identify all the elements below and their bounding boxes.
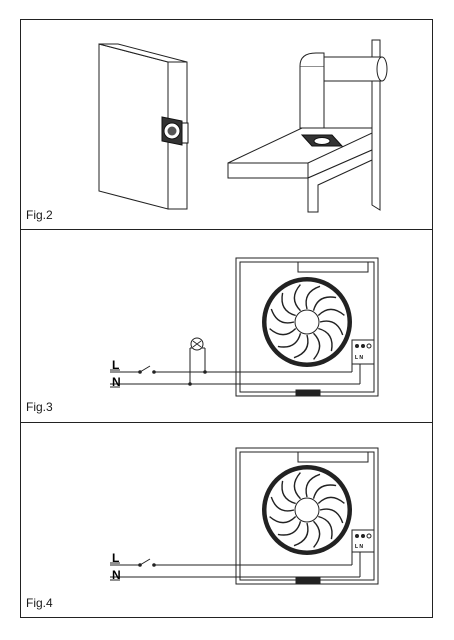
impeller-blade bbox=[312, 332, 321, 360]
impeller-blade bbox=[312, 296, 337, 311]
fig3-wires bbox=[110, 347, 361, 385]
fig3-live-label: L bbox=[112, 358, 119, 372]
fig3-fan-impeller bbox=[262, 277, 352, 367]
fig2-label: Fig.2 bbox=[26, 208, 53, 222]
impeller-blade bbox=[305, 285, 321, 310]
fig4-wires bbox=[110, 552, 361, 578]
document-frame bbox=[20, 19, 433, 618]
impeller-blade bbox=[293, 522, 309, 547]
fig3-terminal-block: L N bbox=[351, 339, 375, 365]
impeller-blade bbox=[270, 308, 295, 324]
cooker-hood-duct bbox=[227, 39, 388, 213]
fig4-fan-impeller bbox=[262, 465, 352, 555]
impeller-blade bbox=[281, 480, 296, 505]
fig3-label: Fig.3 bbox=[26, 400, 53, 414]
fig4-label: Fig.4 bbox=[26, 596, 53, 610]
divider-fig2-fig3 bbox=[20, 229, 433, 230]
impeller-blade bbox=[293, 284, 302, 312]
impeller-blade bbox=[277, 521, 302, 536]
fig4-switch-contacts bbox=[138, 563, 156, 567]
impeller-blade bbox=[317, 496, 345, 505]
fig3-terminal-labels: L N bbox=[355, 355, 363, 361]
divider-fig3-fig4 bbox=[20, 422, 433, 423]
fig3-neutral-label: N bbox=[112, 375, 121, 389]
wall-fan-unit bbox=[161, 116, 189, 146]
impeller-blade bbox=[293, 334, 309, 359]
hood-fan-opening bbox=[300, 134, 344, 147]
fig4-terminal-block: L N bbox=[351, 529, 375, 553]
wall-panel bbox=[98, 43, 188, 210]
fig4-neutral-label: N bbox=[112, 568, 121, 582]
fig4-live-label: L bbox=[112, 551, 119, 565]
impeller-blade bbox=[269, 327, 297, 336]
impeller-blade bbox=[319, 508, 344, 524]
impeller-blade bbox=[305, 473, 321, 498]
impeller-blade bbox=[312, 484, 337, 499]
impeller-blade bbox=[318, 515, 333, 540]
impeller-blade bbox=[312, 520, 321, 548]
impeller-blade bbox=[269, 515, 297, 524]
impeller-blade bbox=[293, 472, 302, 500]
fig2-illustration bbox=[98, 39, 388, 213]
impeller-blade bbox=[270, 496, 295, 512]
fig3-light-bulb bbox=[190, 337, 204, 351]
impeller-blade bbox=[281, 292, 296, 317]
fig4-terminal-labels: L N bbox=[355, 544, 363, 550]
impeller-blade bbox=[319, 320, 344, 336]
fig3-switch-contacts bbox=[138, 370, 207, 386]
impeller-blade bbox=[277, 333, 302, 348]
impeller-blade bbox=[317, 308, 345, 317]
impeller-blade bbox=[318, 327, 333, 352]
